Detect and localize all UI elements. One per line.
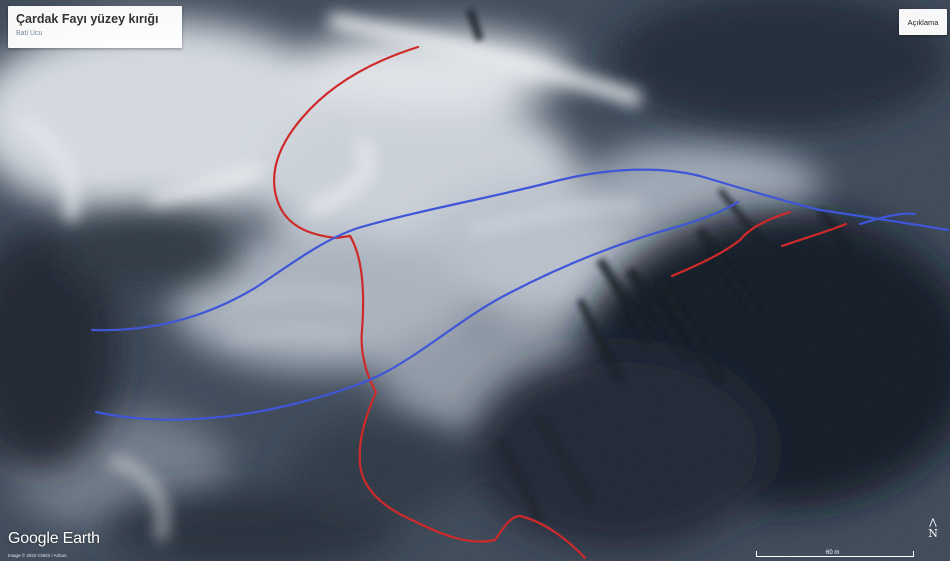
compass[interactable]: ⋀ N	[926, 518, 940, 548]
fault-traces-red	[272, 45, 848, 560]
fault-trace-red	[780, 222, 848, 248]
scale-tick-left	[756, 551, 757, 557]
fault-trace-red	[670, 210, 792, 278]
place-title: Çardak Fayı yüzey kırığı	[16, 12, 159, 26]
fault-trace-red	[348, 234, 587, 560]
scale-bar: 60 m	[756, 548, 914, 558]
scale-label: 60 m	[826, 550, 840, 556]
brand-logo: Google Earth	[8, 530, 100, 547]
fault-trace-blue	[90, 168, 950, 332]
fault-traces-blue	[90, 168, 950, 421]
imagery-credits: Image © 2023 CNES / Airbus	[8, 553, 67, 558]
fault-trace-red	[272, 45, 420, 240]
fault-trace-blue	[858, 212, 917, 226]
north-arrow-icon: ⋀	[929, 518, 937, 528]
fault-trace-blue	[94, 200, 740, 421]
scale-tick-right	[913, 551, 914, 557]
info-panel[interactable]: Çardak Fayı yüzey kırığı Bati Ucu	[8, 6, 182, 48]
scale-bar-line	[756, 556, 914, 557]
compass-label: N	[928, 527, 938, 540]
place-subtitle: Bati Ucu	[16, 30, 43, 37]
explain-button[interactable]: Açıklama	[899, 9, 947, 35]
